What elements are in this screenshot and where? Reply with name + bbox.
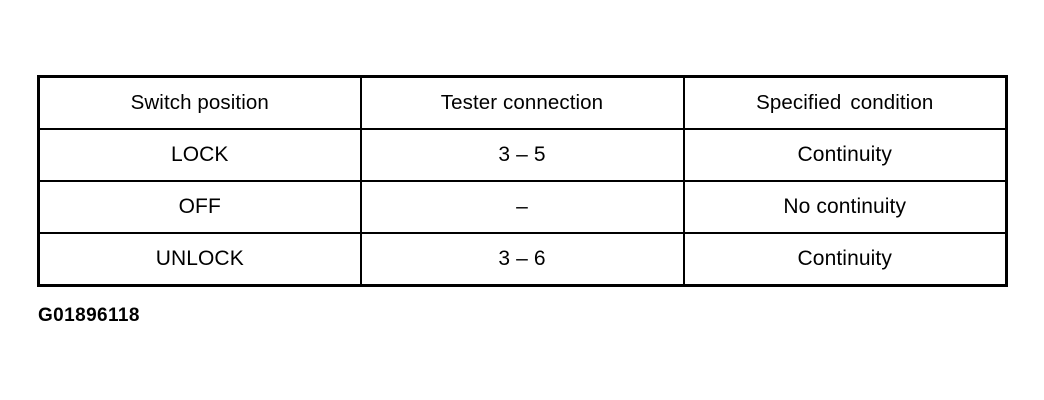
cell-specified-condition: Continuity [797,247,892,271]
table-row: OFF – No continuity [38,181,1007,234]
table-row: UNLOCK 3 – 6 Continuity [38,233,1007,286]
table-row: LOCK 3 – 5 Continuity [38,129,1007,182]
column-header-tester-connection: Tester connection [360,76,685,130]
cell-switch-position: OFF [38,181,362,234]
table-header-row: Switch position Tester connection Specif… [38,76,1007,130]
cell-specified-condition: Continuity [683,129,1007,182]
cell-specified-condition: No continuity [683,181,1007,234]
column-header-switch-position: Switch position [38,76,362,130]
specification-table: Switch position Tester connection Specif… [37,75,1008,287]
header-word-gap [841,92,850,115]
cell-switch-position: UNLOCK [38,233,362,286]
cell-tester-connection: 3 – 6 [360,233,685,286]
figure-caption: G01896118 [38,305,140,326]
column-header-specified-condition: Specified condition [683,76,1007,130]
cell-tester-connection: – [360,181,685,234]
cell-switch-position: LOCK [38,129,362,182]
specification-table-container: Switch position Tester connection Specif… [37,75,1008,287]
cell-tester-connection: 3 – 5 [360,129,685,182]
